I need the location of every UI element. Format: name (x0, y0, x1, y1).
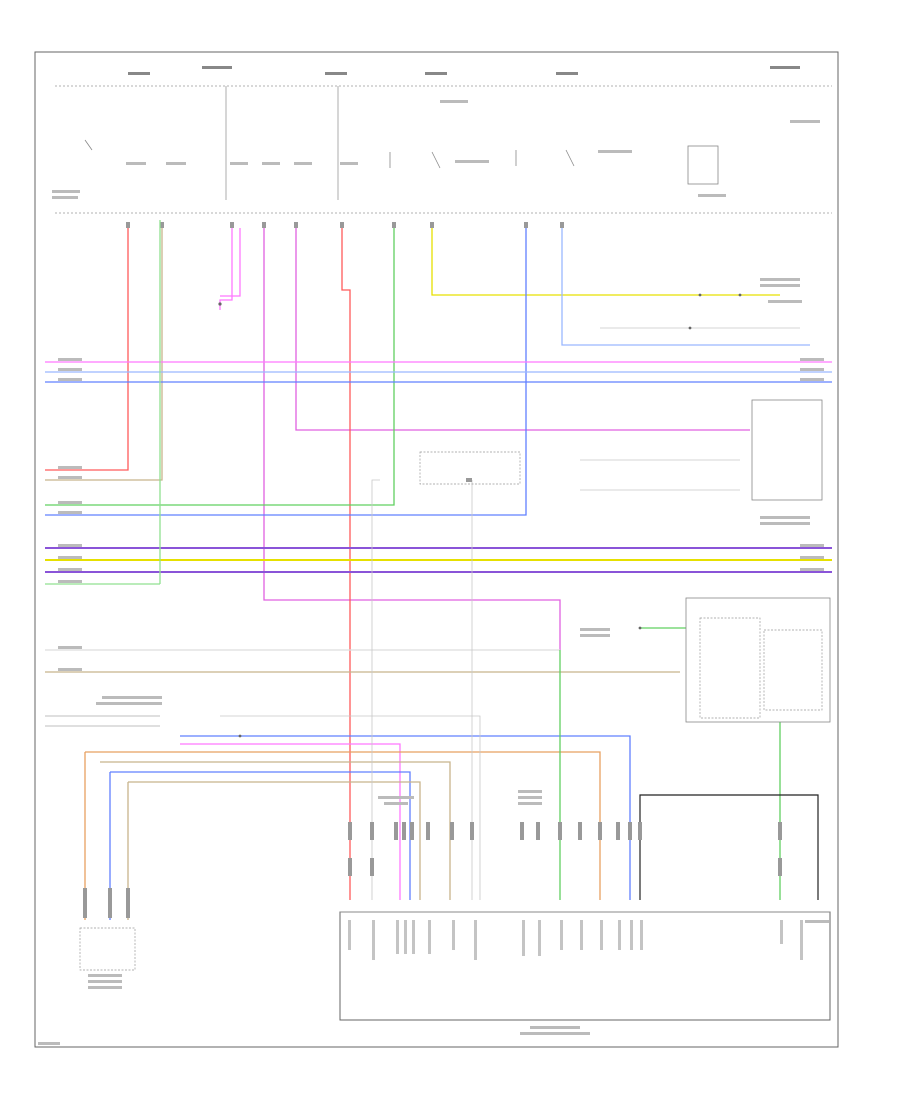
power-drops (225, 86, 339, 200)
wires (45, 220, 832, 920)
right-wire-labels (800, 358, 824, 571)
right-label-marks (580, 278, 829, 923)
fuse-headers (128, 66, 800, 75)
fuel-pressure-sensor (79, 927, 136, 971)
right-module-inner (699, 617, 761, 719)
lower-left-label-marks (88, 696, 162, 989)
middle-module-connector (466, 478, 472, 482)
pcm-upper-label-marks (378, 790, 542, 805)
right-module-inner-2 (763, 629, 823, 711)
pcm-title-marks (520, 1026, 590, 1035)
pcm-pin-label-marks (348, 920, 803, 960)
footer-code-mark (38, 1042, 60, 1045)
splice-dots (218, 293, 742, 738)
top-connectors (126, 222, 564, 228)
fuel-sensor-connectors (83, 888, 130, 918)
pcm-connectors (348, 822, 782, 876)
right-control-module (685, 597, 831, 723)
middle-dashed-module (419, 451, 521, 485)
right-switch-box (751, 399, 823, 501)
diagram-frame (34, 51, 839, 1048)
left-wire-labels (58, 358, 82, 671)
top-components (84, 139, 719, 185)
top-label-marks (52, 100, 820, 303)
